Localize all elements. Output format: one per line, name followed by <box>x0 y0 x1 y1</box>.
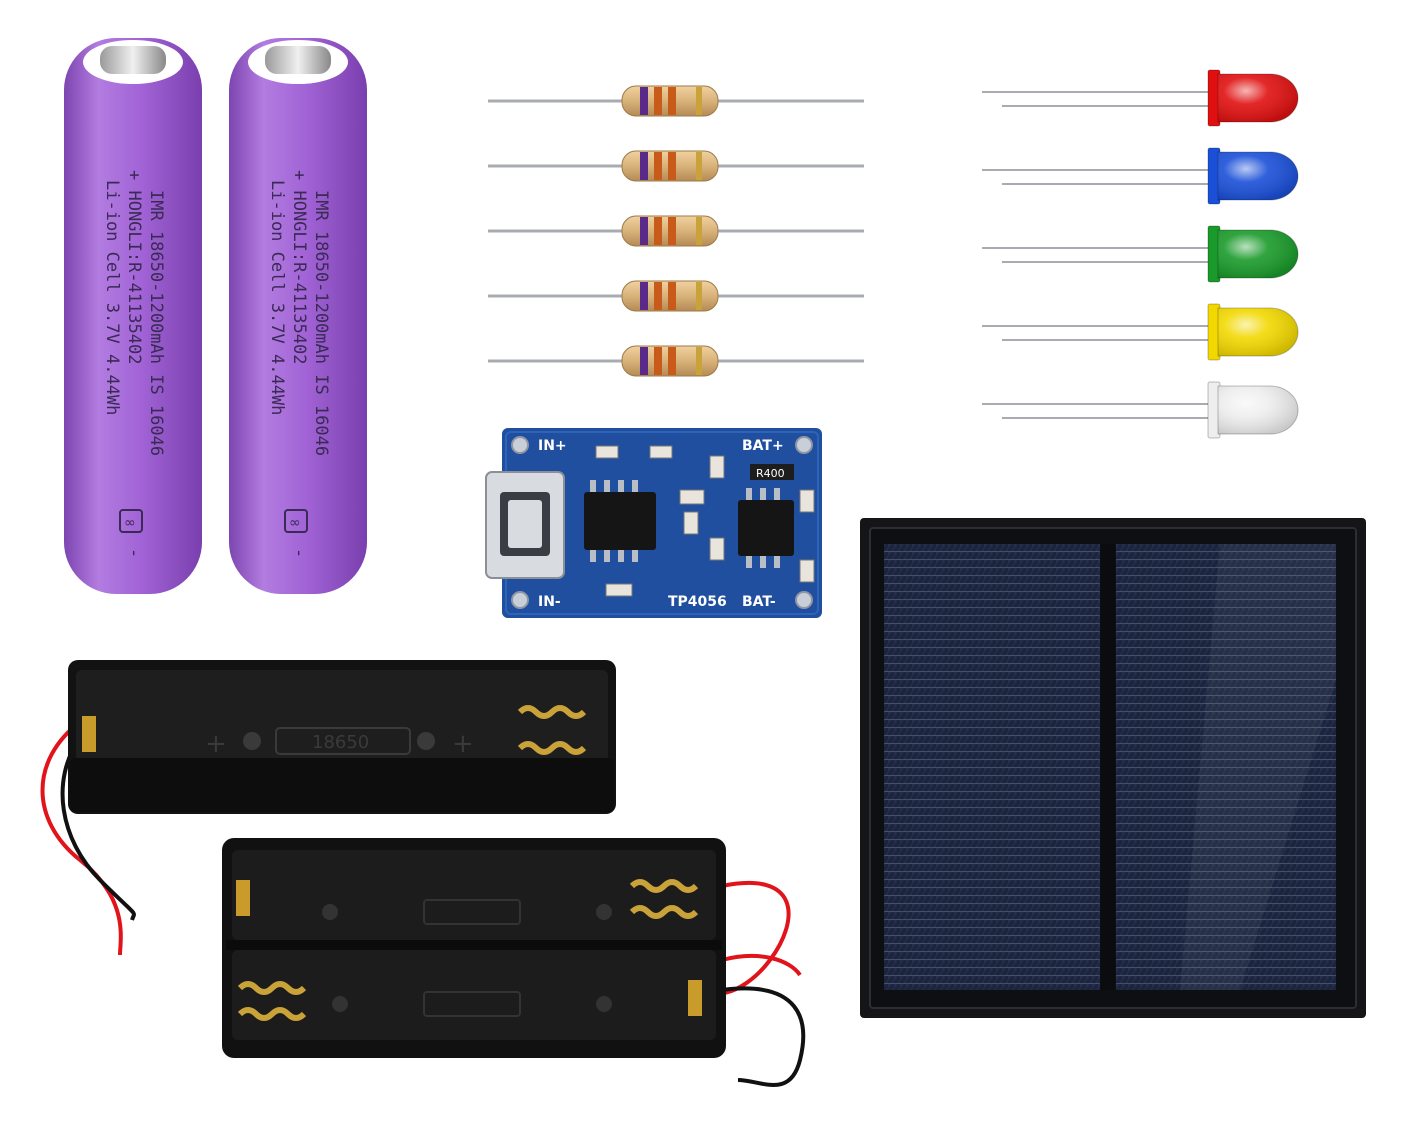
resistor-band <box>668 217 676 245</box>
label-in-minus: IN- <box>538 594 561 610</box>
holder-spring <box>237 981 307 995</box>
resistor-band <box>654 282 662 310</box>
battery-cap <box>100 46 166 74</box>
pad-bat-plus <box>795 436 813 454</box>
resistor-band <box>696 347 702 375</box>
led <box>982 381 1299 439</box>
wire-red <box>40 720 123 956</box>
recycle-symbol: ∞ <box>289 515 301 531</box>
recycle-icon <box>284 509 308 533</box>
holder-contact <box>688 980 702 1016</box>
resistor-band <box>640 347 648 375</box>
wire-black <box>721 986 806 1087</box>
battery-cap <box>265 46 331 74</box>
label-bat-minus: BAT- <box>742 594 776 610</box>
holder-plus-mark: + <box>205 729 227 759</box>
resistor-band <box>668 152 676 180</box>
led-shine <box>1218 386 1298 434</box>
battery-holder-double <box>222 838 806 1087</box>
resistor-band <box>654 347 662 375</box>
resistor <box>488 345 864 377</box>
battery-minus-label: - <box>289 548 309 558</box>
pad-bat-minus <box>795 591 813 609</box>
battery-text-line3: Li-ion Cell 3.7V 4.44Wh <box>102 180 122 415</box>
holder-hole <box>332 996 348 1012</box>
resistor-band <box>654 217 662 245</box>
holder-spring <box>629 879 699 893</box>
wire-black <box>60 736 136 921</box>
battery-holder-single: 18650 + + <box>40 660 616 956</box>
holder-hole <box>417 732 435 750</box>
solar-cell-left <box>884 544 1100 990</box>
chip-protection <box>738 500 794 556</box>
resistor <box>488 85 864 117</box>
holder-hole <box>322 904 338 920</box>
solar-panel <box>860 518 1366 1018</box>
led-shine <box>1218 152 1298 200</box>
resistor-band <box>640 152 648 180</box>
battery-minus-label: - <box>124 548 144 558</box>
holder-label: 18650 <box>312 732 369 753</box>
battery-left: IMR 18650-1200mAh IS 16046 + HONGLI:R-41… <box>64 38 202 594</box>
resistor-r400-label: R400 <box>756 467 785 480</box>
resistor-group <box>488 85 864 377</box>
led <box>982 303 1299 361</box>
label-in-plus: IN+ <box>538 438 567 454</box>
resistor-band <box>696 152 702 180</box>
led-shine <box>1218 230 1298 278</box>
led-shine <box>1218 308 1298 356</box>
resistor-band <box>696 87 702 115</box>
led-shine <box>1218 74 1298 122</box>
resistor-band <box>668 347 676 375</box>
holder-hole <box>596 904 612 920</box>
recycle-symbol: ∞ <box>124 515 136 531</box>
led <box>982 69 1299 127</box>
resistor <box>488 280 864 312</box>
led <box>982 147 1299 205</box>
resistor-band <box>696 282 702 310</box>
holder-contact-plus <box>82 716 96 752</box>
resistor <box>488 150 864 182</box>
resistor-band <box>640 282 648 310</box>
battery-text-line1: IMR 18650-1200mAh IS 16046 <box>146 190 166 456</box>
led <box>982 225 1299 283</box>
resistor-r400 <box>750 464 794 480</box>
resistor-band <box>696 217 702 245</box>
holder-hole <box>596 996 612 1012</box>
resistor-band <box>654 87 662 115</box>
solar-cell-right <box>1116 544 1336 990</box>
resistor-band <box>668 282 676 310</box>
chip-tp4056 <box>584 492 656 550</box>
holder-hole <box>243 732 261 750</box>
resistor-band <box>640 217 648 245</box>
battery-text-line3: Li-ion Cell 3.7V 4.44Wh <box>267 180 287 415</box>
pad-in-plus <box>511 436 529 454</box>
pad-in-minus <box>511 591 529 609</box>
holder-spring <box>517 705 587 719</box>
holder-contact <box>236 880 250 916</box>
resistor-band <box>640 87 648 115</box>
label-bat-plus: BAT+ <box>742 438 784 454</box>
resistor <box>488 215 864 247</box>
led-group <box>982 69 1299 439</box>
holder-plus-mark: + <box>452 729 474 759</box>
battery-text-line2: + HONGLI:R-41135402 <box>124 170 144 364</box>
resistor-band <box>654 152 662 180</box>
battery-right: IMR 18650-1200mAh IS 16046 + HONGLI:R-41… <box>229 38 367 594</box>
resistor-band <box>668 87 676 115</box>
recycle-icon <box>119 509 143 533</box>
label-model: TP4056 <box>668 594 727 610</box>
battery-text-line2: + HONGLI:R-41135402 <box>289 170 309 364</box>
battery-text-line1: IMR 18650-1200mAh IS 16046 <box>311 190 331 456</box>
tp4056-board: IN+ IN- BAT+ BAT- TP4056 <box>485 428 822 618</box>
